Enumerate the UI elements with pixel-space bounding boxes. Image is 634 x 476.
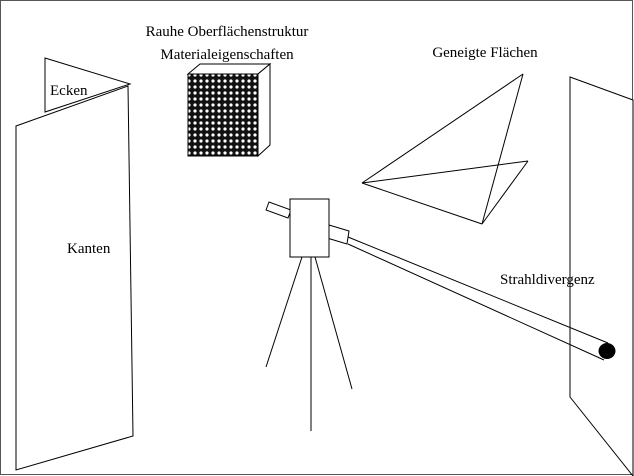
corners-label: Ecken <box>50 83 88 99</box>
laser-beam <box>347 236 609 361</box>
material-label: Materialeigenschaften <box>160 47 294 63</box>
right-wall <box>569 76 634 476</box>
rough-surface-cube <box>186 62 272 158</box>
scanner-front-lens <box>326 224 350 245</box>
inclined-surfaces <box>361 73 529 225</box>
beam-spot <box>598 343 616 359</box>
scanner-rear-lens <box>265 201 292 219</box>
laser-scanner <box>265 198 350 258</box>
tripod <box>265 256 353 431</box>
inclined-surfaces-label: Geneigte Flächen <box>432 45 538 61</box>
edge-panel-front <box>15 85 134 471</box>
cube-front-face <box>187 73 259 157</box>
scanner-body <box>289 198 330 258</box>
beam-divergence-label: Strahldivergenz <box>500 272 595 288</box>
corner-panel-back <box>44 57 132 113</box>
corner-edge-panels <box>15 57 134 471</box>
cube-side-face <box>257 62 271 158</box>
edges-label: Kanten <box>67 241 111 257</box>
rough-surface-label: Rauhe Oberflächenstruktur <box>146 24 309 40</box>
cube-top-face <box>186 63 272 75</box>
